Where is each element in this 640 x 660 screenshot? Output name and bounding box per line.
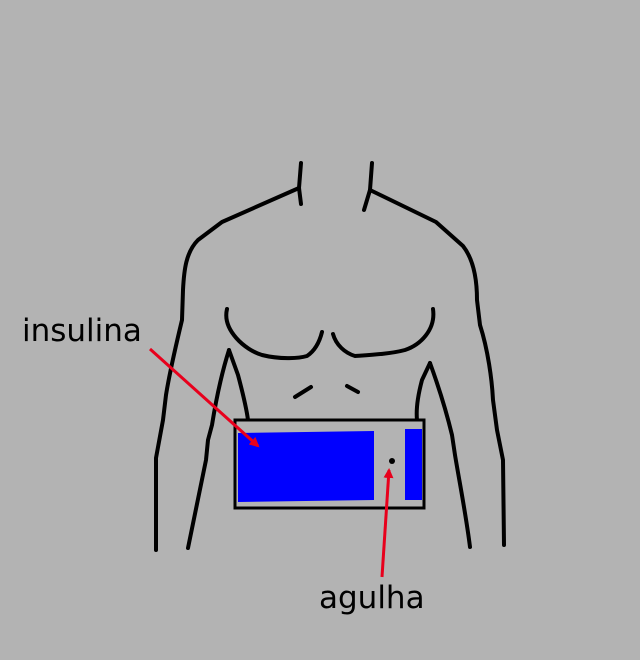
right-inner-arm bbox=[428, 361, 472, 549]
needle-arrow bbox=[380, 468, 394, 578]
insulin-label: insulina bbox=[22, 313, 142, 349]
left-shoulder-arm bbox=[154, 186, 301, 552]
abs-right bbox=[345, 384, 360, 394]
left-inner-arm bbox=[186, 348, 231, 550]
insulin-arrow bbox=[148, 347, 260, 448]
torso-outline bbox=[154, 161, 506, 552]
neck-right bbox=[362, 161, 374, 212]
neck-left bbox=[297, 161, 303, 206]
right-waist bbox=[414, 361, 432, 422]
needle-dot bbox=[389, 458, 395, 464]
insulin-strip-right bbox=[405, 429, 422, 500]
right-shoulder-arm bbox=[368, 188, 506, 547]
needle-label: agulha bbox=[319, 580, 425, 616]
left-waist bbox=[227, 348, 250, 422]
abs-left bbox=[293, 385, 313, 399]
chest-left bbox=[224, 307, 324, 361]
chest-right bbox=[331, 307, 436, 358]
insulin-reservoir bbox=[238, 431, 374, 502]
